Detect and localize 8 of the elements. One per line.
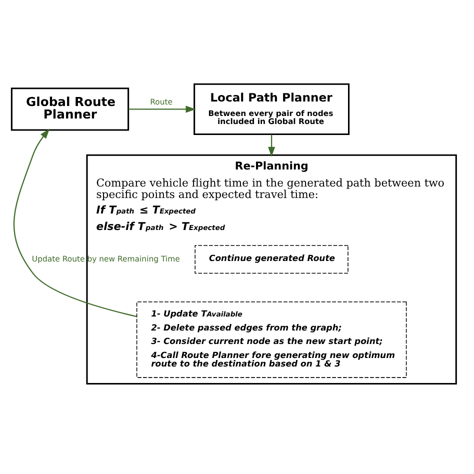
node-box: Continue generated Route: [194, 245, 348, 274]
edge-label: Route: [150, 98, 173, 107]
node-box: Global Route Planner: [10, 88, 130, 131]
edge-label: Update Route by new Remaining Time: [32, 254, 180, 264]
node-box: Local Path Planner Between every pair of nodes included in Global Route: [194, 83, 350, 136]
arrow: [128, 106, 196, 113]
arrow: [268, 134, 276, 157]
arrow: [13, 128, 137, 318]
